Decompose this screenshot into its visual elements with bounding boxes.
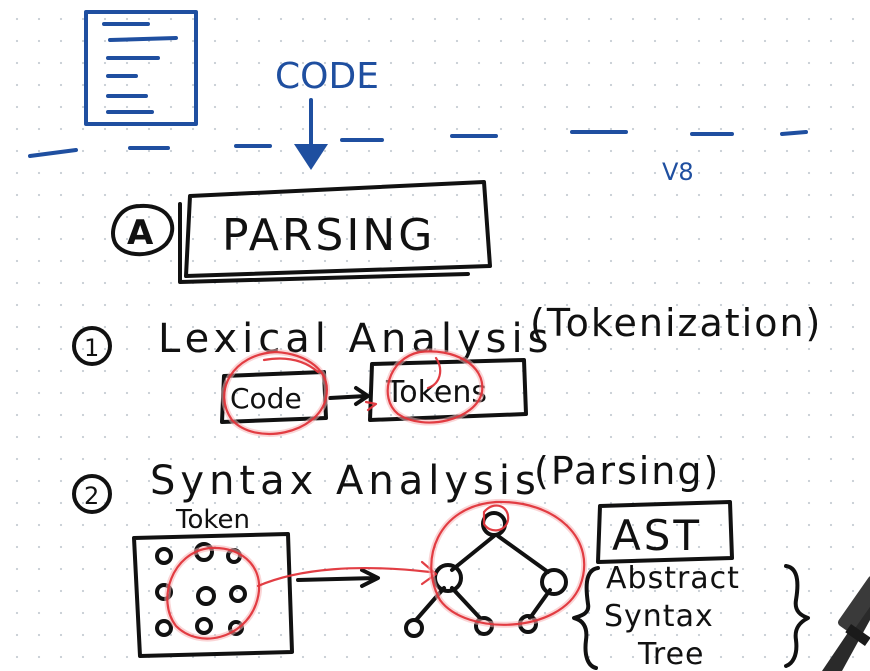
token-label: Token	[175, 505, 250, 535]
tokens-box-label: Tokens	[385, 375, 487, 410]
ast-box: AST	[596, 500, 734, 564]
step-1-number: 1	[84, 334, 99, 362]
step-1-title: Lexical Analysis	[158, 316, 553, 362]
arrow-down-icon	[294, 98, 328, 170]
step-2-title: Syntax Analysis	[150, 458, 541, 504]
highlight-code	[221, 348, 330, 437]
arrow-right-icon	[296, 568, 380, 588]
step-1-paren: (Tokenization)	[530, 301, 822, 345]
arrow-right-icon	[328, 386, 370, 406]
ast-line-2: Syntax	[604, 599, 714, 634]
parsing-box: PARSING	[178, 180, 492, 284]
code-box: Code	[220, 370, 328, 424]
highlight-tokens	[364, 348, 486, 426]
document-icon	[84, 10, 198, 126]
step-2-paren: (Parsing)	[534, 449, 720, 493]
parsing-title: PARSING	[222, 210, 435, 261]
right-brace	[784, 564, 810, 668]
step-1: 1 Lexical Analysis (Tokenization)	[72, 301, 822, 366]
ast-line-3: Tree	[637, 637, 705, 671]
ast-line-1: Abstract	[606, 561, 740, 596]
highlight-tree	[428, 498, 588, 628]
step-2: 2 Syntax Analysis (Parsing)	[72, 449, 720, 514]
code-box-label: Code	[230, 382, 302, 415]
tokens-box: Tokens	[368, 358, 528, 422]
ast-label: AST	[612, 511, 702, 560]
section-marker-letter: A	[127, 213, 154, 253]
highlight-arrow	[256, 560, 438, 588]
microphone-icon	[822, 575, 870, 671]
step-2-number: 2	[84, 482, 99, 510]
section-marker: A	[111, 203, 175, 257]
dashed-divider	[28, 130, 808, 158]
code-label: CODE	[275, 56, 379, 97]
v8-label: V8	[662, 158, 694, 186]
highlight-token-box	[164, 544, 263, 642]
left-brace	[572, 566, 600, 670]
